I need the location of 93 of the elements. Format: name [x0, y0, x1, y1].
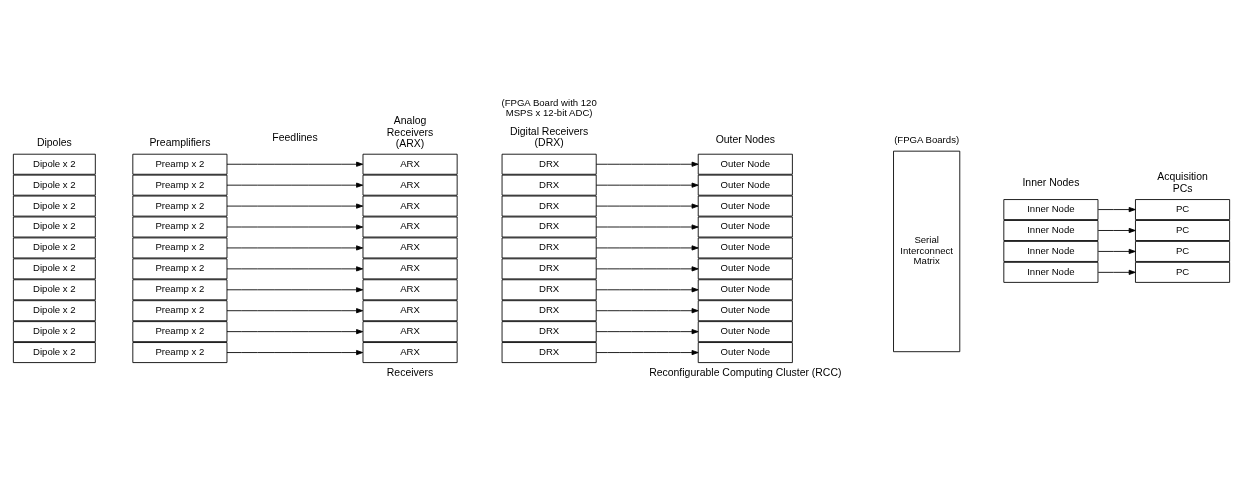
node-box: Serial Interconnect Matrix [893, 150, 961, 353]
node-box: Dipole x 2 [12, 237, 96, 259]
arrow [1097, 227, 1136, 234]
node-box: Preamp x 2 [132, 174, 228, 196]
node-box: ARX [362, 153, 458, 175]
arrow [226, 161, 364, 167]
node-box: Outer Node [697, 174, 793, 196]
node-box: Outer Node [697, 237, 793, 259]
node-box: Dipole x 2 [12, 279, 96, 301]
node-box: Outer Node [697, 321, 793, 343]
node-box: Outer Node [697, 195, 793, 217]
node-box: Preamp x 2 [132, 195, 228, 217]
node-box: ARX [362, 279, 458, 301]
node-box: Inner Node [1003, 240, 1099, 262]
arrow [226, 287, 364, 293]
node-box: Dipole x 2 [12, 195, 96, 217]
arrow [595, 161, 699, 167]
node-box: PC [1135, 220, 1231, 241]
node-box: Preamp x 2 [132, 237, 228, 259]
node-box: DRX [501, 195, 597, 217]
arrow [1097, 207, 1136, 213]
node-box: ARX [362, 195, 458, 217]
arrow [226, 329, 364, 335]
label: Dipoles [36, 137, 72, 149]
node-box: Outer Node [697, 279, 793, 301]
arrow [595, 308, 699, 314]
node-box: DRX [501, 279, 597, 301]
label: Outer Nodes [715, 134, 775, 146]
arrow [595, 203, 699, 209]
arrow [595, 329, 699, 335]
label: Reconfigurable Computing Cluster (RCC) [649, 367, 842, 379]
arrow [226, 266, 364, 272]
node-box: DRX [501, 174, 597, 196]
node-box: Preamp x 2 [132, 342, 228, 364]
node-box: PC [1135, 240, 1231, 262]
node-box: DRX [501, 237, 597, 259]
arrow [226, 182, 364, 188]
node-box: Dipole x 2 [12, 300, 96, 322]
node-box: ARX [362, 300, 458, 322]
node-box: Dipole x 2 [12, 216, 96, 238]
node-box: Inner Node [1003, 220, 1099, 241]
arrow [595, 287, 699, 293]
node-box: Outer Node [697, 342, 793, 364]
node-box: Dipole x 2 [12, 174, 96, 196]
node-box: DRX [501, 342, 597, 364]
node-box: Dipole x 2 [12, 342, 96, 364]
node-box: Inner Node [1003, 199, 1099, 221]
node-box: DRX [501, 216, 597, 238]
label: Feedlines [272, 131, 318, 143]
node-box: Outer Node [697, 153, 793, 175]
arrow [595, 182, 699, 188]
label: Receivers [386, 367, 434, 379]
node-box: Preamp x 2 [132, 300, 228, 322]
node-box: DRX [501, 321, 597, 343]
label: Digital Receivers (DRX) [509, 126, 589, 149]
node-box: ARX [362, 342, 458, 364]
node-box: PC [1135, 199, 1231, 221]
node-box: Inner Node [1003, 261, 1099, 283]
node-box: DRX [501, 153, 597, 175]
label: Inner Nodes [1022, 177, 1080, 189]
arrow [595, 224, 699, 230]
arrow [595, 350, 699, 356]
arrow [595, 245, 699, 251]
node-box: Preamp x 2 [132, 153, 228, 175]
node-box: Outer Node [697, 300, 793, 322]
label: Preamplifiers [149, 137, 211, 149]
node-box: ARX [362, 237, 458, 259]
node-box: Outer Node [697, 258, 793, 280]
arrow [595, 266, 699, 272]
label: Analog Receivers (ARX) [386, 115, 434, 149]
node-box: ARX [362, 174, 458, 196]
node-box: DRX [501, 300, 597, 322]
arrow [226, 308, 364, 314]
node-box: DRX [501, 258, 597, 280]
node-box: ARX [362, 321, 458, 343]
label: (FPGA Board with 120 MSPS x 12-bit ADC) [501, 96, 597, 119]
node-box: Dipole x 2 [12, 258, 96, 280]
arrow [226, 224, 364, 230]
node-box: ARX [362, 216, 458, 238]
node-box: ARX [362, 258, 458, 280]
arrow [226, 350, 364, 356]
node-box: Preamp x 2 [132, 279, 228, 301]
arrow [226, 245, 364, 251]
node-box: Dipole x 2 [12, 321, 96, 343]
arrow [1097, 248, 1136, 254]
node-box: Preamp x 2 [132, 321, 228, 343]
node-box: Preamp x 2 [132, 216, 228, 238]
arrow [1097, 269, 1136, 275]
node-box: Dipole x 2 [12, 153, 96, 175]
node-box: Preamp x 2 [132, 258, 228, 280]
node-box: PC [1135, 261, 1231, 283]
arrow [226, 203, 364, 209]
node-box: Outer Node [697, 216, 793, 238]
